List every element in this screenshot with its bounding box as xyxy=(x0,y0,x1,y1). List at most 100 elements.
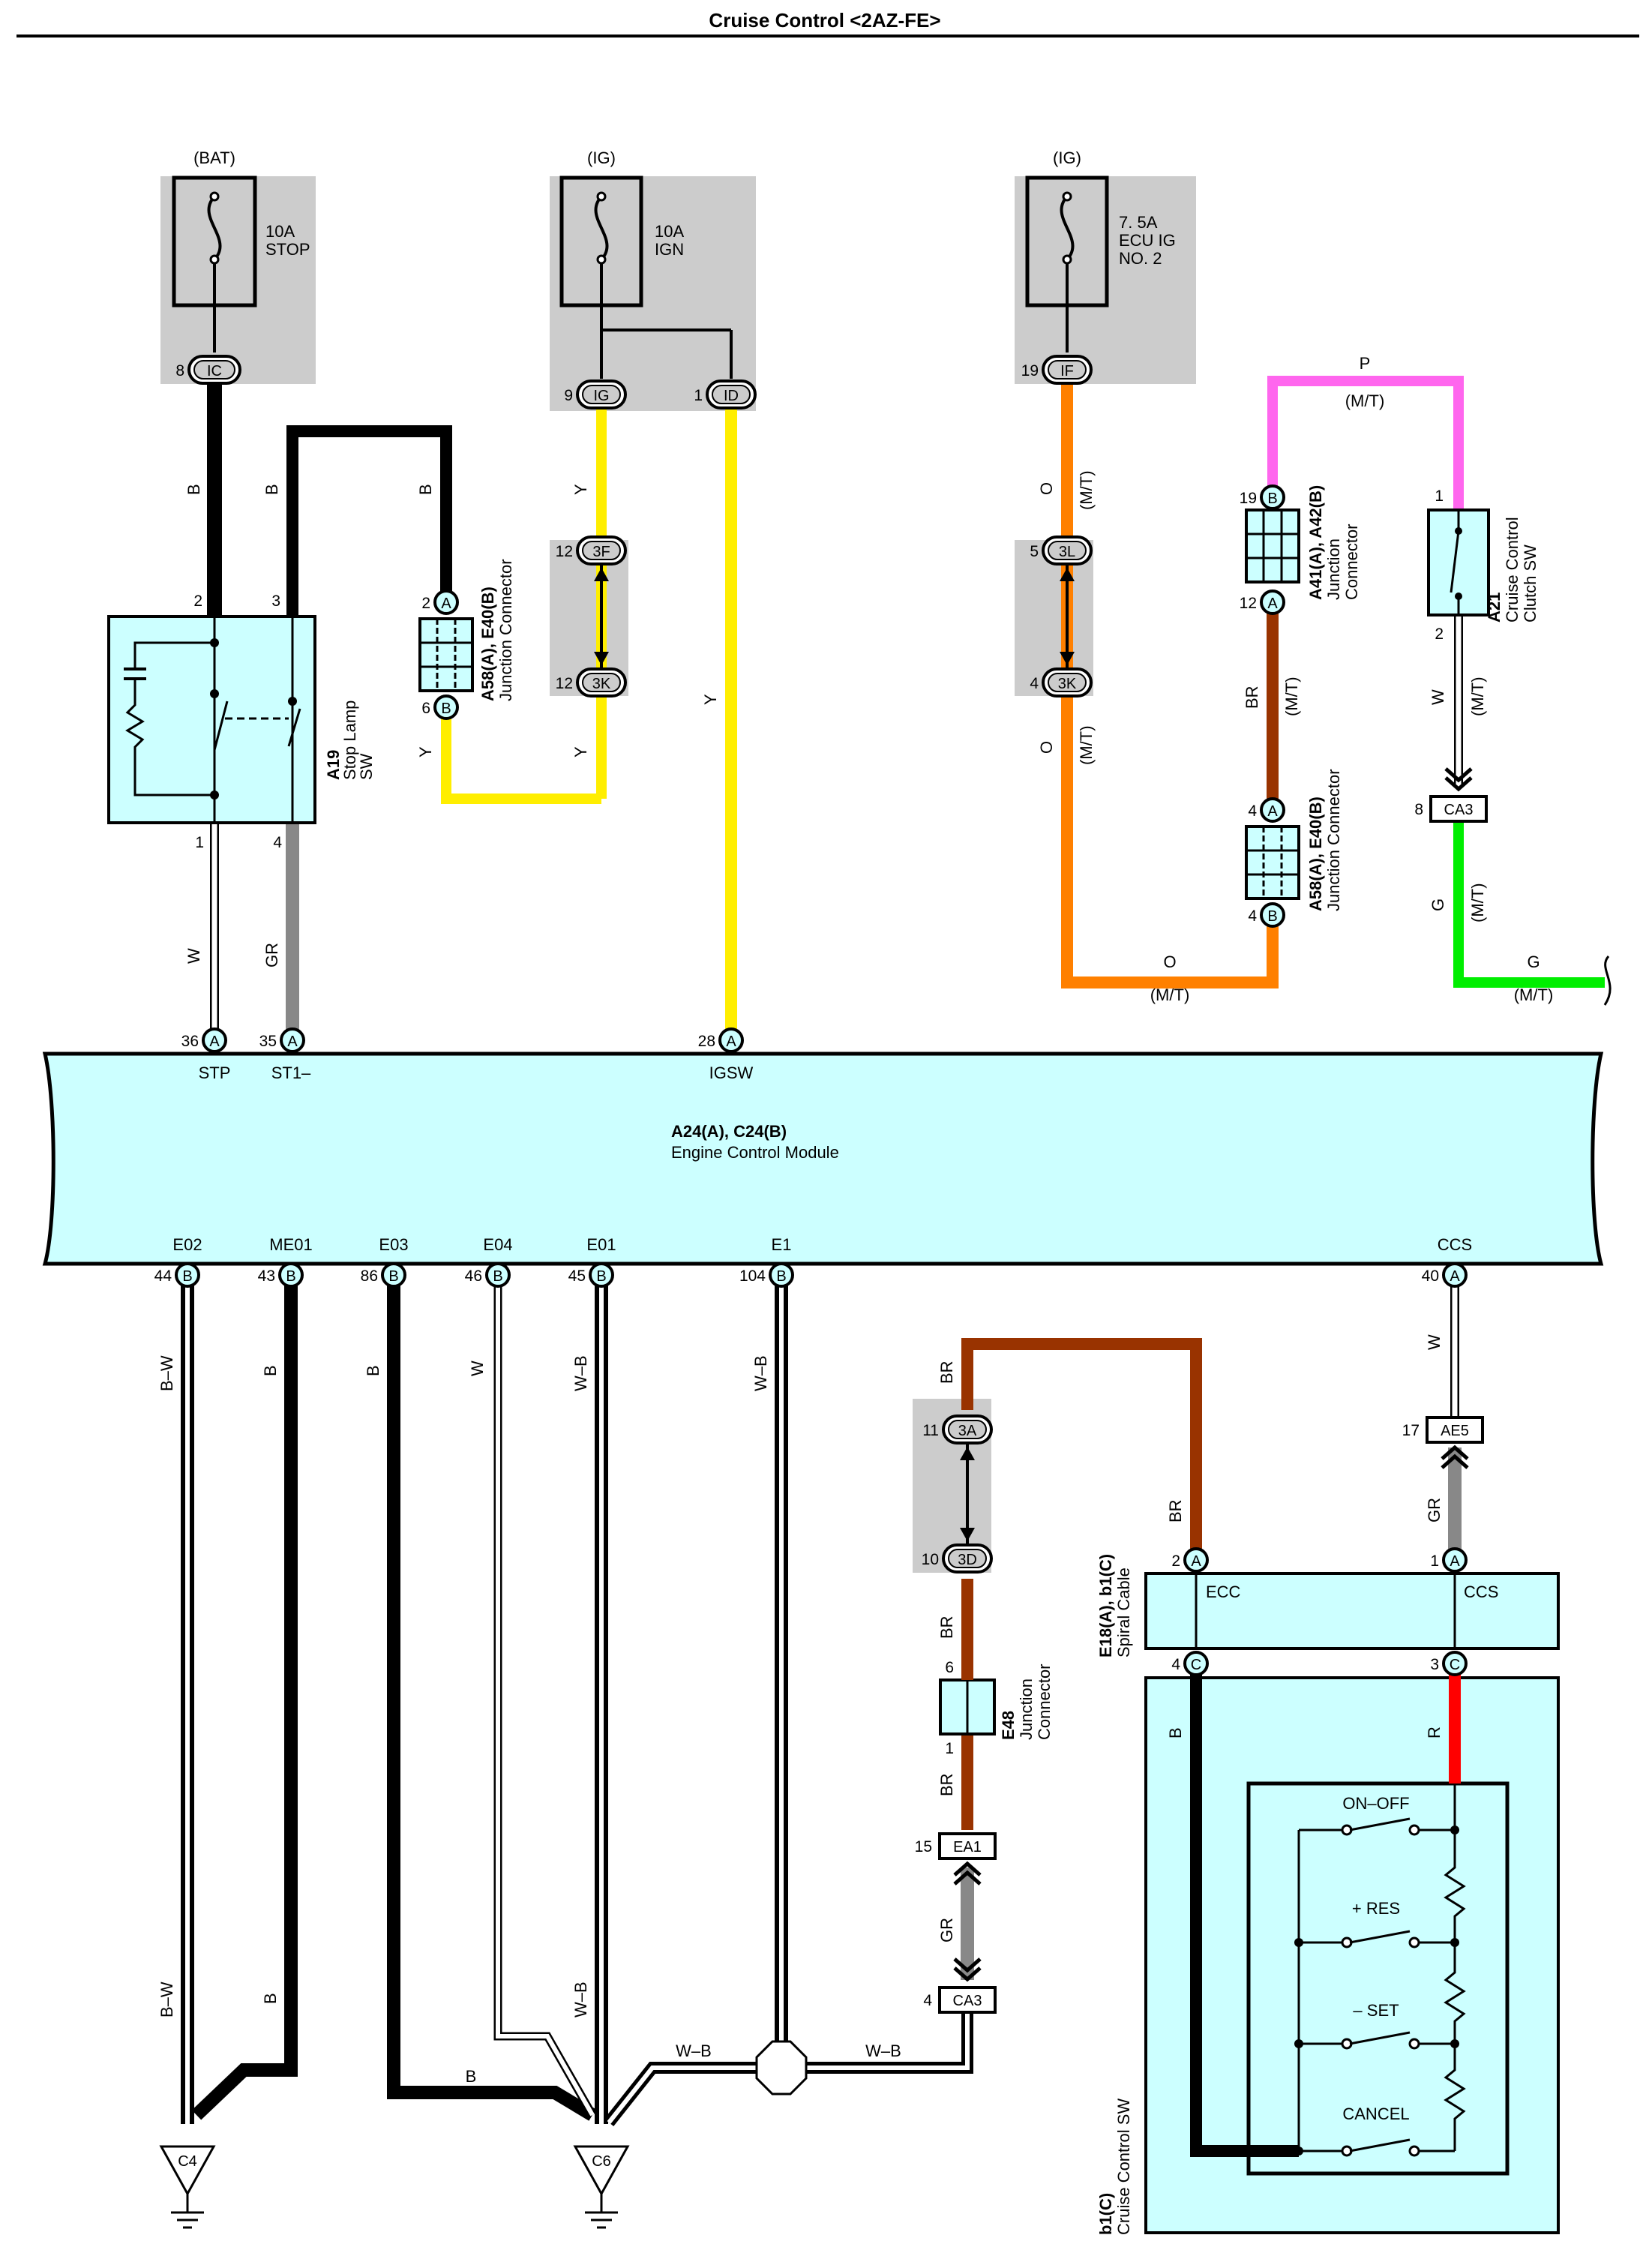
spiral-pin-1-num: 1 xyxy=(1430,1552,1439,1570)
jc1-terminal-top xyxy=(433,590,459,615)
connector-ae5-pin: 17 xyxy=(1402,1422,1420,1439)
ecm-top-pin-igsw-num: 28 xyxy=(698,1033,715,1050)
wire-label-b-ecc: B xyxy=(1166,1727,1185,1738)
ecm-bottom-pin-e03-letter: B xyxy=(388,1268,398,1285)
ecm-bottom-pin-ccs-name: CCS xyxy=(1438,1235,1472,1254)
passthrough-arrows-3a-3d xyxy=(960,1443,975,1545)
stop-lamp-id: A19 xyxy=(324,750,343,780)
ground-splice xyxy=(755,2040,808,2096)
spiral-pin-3-letter: C xyxy=(1450,1657,1460,1673)
jc3-terminal-bottom-letter: B xyxy=(1267,908,1277,925)
wire-label-gr-ae5: GR xyxy=(1425,1498,1444,1522)
jc3-id: A58(A), E40(B) xyxy=(1306,796,1325,911)
wire-p xyxy=(1267,376,1464,510)
wire-b-ecc xyxy=(1190,1666,1299,2157)
fuse-box-stop xyxy=(160,176,316,384)
fuse-box-ign xyxy=(550,176,756,411)
spiral-pin-4-letter: C xyxy=(1191,1657,1201,1673)
wire-label-w-stp: W xyxy=(184,948,203,964)
ecm-bottom-pin-e02-letter: B xyxy=(182,1268,192,1285)
wire-y-loop xyxy=(441,716,601,804)
ecm-name: Engine Control Module xyxy=(671,1143,839,1162)
wire-label-w-ccs: W xyxy=(1425,1334,1444,1350)
connector-3l-pin: 5 xyxy=(1030,543,1039,560)
jc2-terminal-top-letter: B xyxy=(1267,490,1277,507)
spiral-ccs-label: CCS xyxy=(1464,1582,1498,1601)
spiral-pin-4: C 4 xyxy=(1171,1651,1209,1676)
jc3-terminal-bottom xyxy=(1260,902,1285,928)
cruise-switch-inner xyxy=(1246,1781,1510,2176)
passthrough-arrows-ign xyxy=(594,564,609,669)
ground-c4 xyxy=(159,2145,216,2229)
connector-ic-pin: 8 xyxy=(175,362,184,380)
jc2-name-2: Connector xyxy=(1342,524,1361,600)
spiral-pin-3: C 3 xyxy=(1430,1651,1468,1676)
connector-ca3-bottom xyxy=(938,1958,997,2014)
connector-3k-ign-label: 3K xyxy=(592,676,611,692)
ecm-bottom-pin-e04-name: E04 xyxy=(483,1235,512,1254)
connector-ig-label: IG xyxy=(593,388,609,404)
jc1-id: A58(A), E40(B) xyxy=(478,586,497,701)
ecm-top-pin-igsw: A 28 IGSW xyxy=(698,1028,754,1082)
wire-label-mt-w: (M/T) xyxy=(1468,676,1487,716)
source-label-ig-2: (IG) xyxy=(1053,148,1081,167)
stop-lamp-pin-3: 3 xyxy=(271,592,280,610)
connector-3f-label: 3F xyxy=(592,544,610,560)
fuse-name-ign: IGN xyxy=(655,240,684,259)
wire-label-mt-1: (M/T) xyxy=(1077,470,1096,510)
clutch-name-2: Clutch SW xyxy=(1521,544,1540,622)
clutch-switch xyxy=(1427,508,1490,616)
ground-c6-label: C6 xyxy=(592,2153,611,2170)
ecm-bottom-pin-ccs: A 40 CCS xyxy=(1422,1235,1472,1288)
spiral-id: E18(A), b1(C) xyxy=(1096,1554,1115,1658)
wire-label-b-me01-low: B xyxy=(261,1993,280,2004)
wire-g-break xyxy=(1603,956,1612,1006)
jc3-pin-top: 4 xyxy=(1248,802,1257,820)
connector-id-label: ID xyxy=(724,388,739,404)
spiral-pin-3-num: 3 xyxy=(1430,1656,1439,1673)
ecm-bottom-pin-e03: B 86 E03 xyxy=(361,1235,409,1288)
switch-label-on-off: ON–OFF xyxy=(1342,1794,1409,1813)
passthrough-arrows-ecu xyxy=(1060,564,1075,669)
wire-label-wb-h1: W–B xyxy=(676,2042,712,2060)
ecm-bottom-pin-e01-num: 45 xyxy=(568,1268,586,1285)
ground-c6 xyxy=(573,2145,630,2229)
connector-if xyxy=(1042,355,1093,385)
wire-label-br-5: BR xyxy=(937,1773,956,1796)
jc2-pin-top: 19 xyxy=(1240,490,1257,507)
wire-label-br-2: BR xyxy=(937,1360,956,1384)
wire-label-y-1: Y xyxy=(571,484,590,495)
wire-b-loop xyxy=(286,425,452,616)
switch-label-cancel: CANCEL xyxy=(1342,2104,1409,2123)
jc1-pin-bottom: 6 xyxy=(421,700,430,717)
ecm-id: A24(A), C24(B) xyxy=(671,1122,787,1141)
stop-lamp-switch xyxy=(107,615,316,824)
ecm-top-pin-st1-name: ST1– xyxy=(271,1064,311,1082)
wire-label-r: R xyxy=(1425,1726,1444,1738)
spiral-pin-2-letter: A xyxy=(1191,1553,1201,1570)
ecm-bottom-pin-e1-name: E1 xyxy=(772,1235,792,1254)
connector-ca3-clutch xyxy=(1429,767,1488,823)
cruise-switch-name: Cruise Control SW xyxy=(1114,2098,1133,2235)
fuse-name-ecuig2-1: ECU IG xyxy=(1119,231,1176,250)
connector-ic xyxy=(187,355,241,385)
ecm-bottom-pin-me01-num: 43 xyxy=(258,1268,275,1285)
e48-connector xyxy=(939,1678,996,1736)
connector-ca3-clutch-pin: 8 xyxy=(1414,801,1423,818)
wire-label-o-3: O xyxy=(1163,952,1176,971)
connector-ca3-bottom-pin: 4 xyxy=(923,1992,932,2009)
jc2-terminal-top xyxy=(1260,484,1285,510)
wire-label-bw-1: B–W xyxy=(157,1355,176,1391)
connector-id xyxy=(706,380,757,410)
ecm-bottom-pin-e01-name: E01 xyxy=(586,1235,616,1254)
wire-label-y-3: Y xyxy=(571,746,590,758)
connector-3k-ign-pin: 12 xyxy=(556,675,573,692)
connector-ae5-label: AE5 xyxy=(1441,1423,1469,1439)
connector-3l-label: 3L xyxy=(1059,544,1075,560)
clutch-id: A21 xyxy=(1485,592,1504,622)
fuse-ign xyxy=(559,176,733,379)
fuse-rating-ecuig2: 7. 5A xyxy=(1119,213,1158,232)
wire-g xyxy=(1453,821,1605,988)
wire-label-b-3: B xyxy=(416,484,435,495)
wire-label-w-clutch: W xyxy=(1429,689,1447,705)
